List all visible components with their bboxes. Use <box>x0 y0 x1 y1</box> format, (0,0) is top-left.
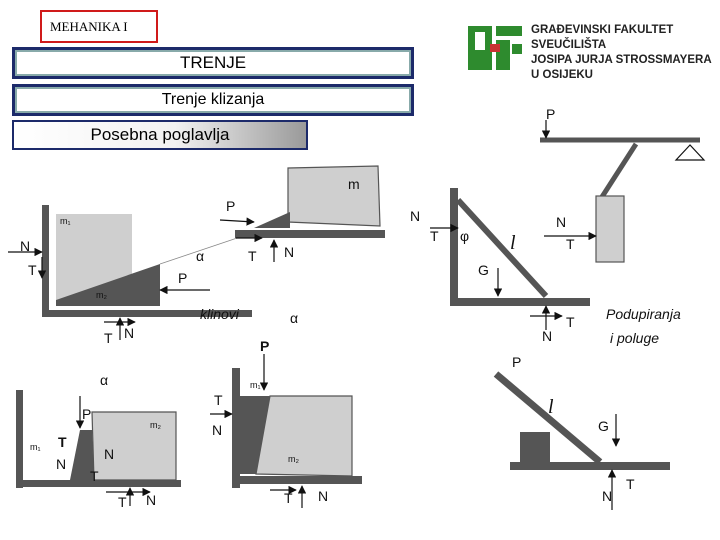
label-phi-1: φ <box>460 228 470 244</box>
label-alpha-3: α <box>100 372 109 388</box>
slide-title: TRENJE <box>12 47 414 79</box>
slide-subtitle-text: Trenje klizanja <box>161 91 265 108</box>
caption-struts: Podupiranja <box>606 306 681 322</box>
slide-subtitle: Trenje klizanja <box>12 84 414 116</box>
label-N-8: N <box>318 488 329 504</box>
label-T-2: T <box>104 330 113 346</box>
label-G-1: G <box>478 262 489 278</box>
label-T-3: T <box>248 248 257 264</box>
label-P-4: P <box>260 338 270 354</box>
caption-wedges: klinovi <box>200 306 239 322</box>
rod-diagram <box>493 371 670 510</box>
label-N-1: N <box>20 238 31 254</box>
logo-red-accent <box>490 44 500 52</box>
wedge-diagram-4 <box>210 354 362 508</box>
label-T-4: T <box>430 228 439 244</box>
label-N-12: N <box>602 488 613 504</box>
label-T-11: T <box>118 494 127 510</box>
slide-title-text: TRENJE <box>179 53 247 72</box>
logo-line-1: GRAĐEVINSKI FAKULTET <box>531 24 674 36</box>
label-P-6: P <box>512 354 522 370</box>
label-P-3: P <box>546 106 556 122</box>
label-P-1: P <box>178 270 188 286</box>
course-tag: MEHANIKA I <box>40 10 158 43</box>
label-l-1: l <box>510 232 516 254</box>
label-m1-2: m₁ <box>250 380 261 390</box>
label-m2-2: m₂ <box>288 454 299 464</box>
label-N-11: N <box>146 492 157 508</box>
label-alpha-2: α <box>290 310 299 326</box>
label-T-7: T <box>214 392 223 408</box>
course-tag-text: MEHANIKA I <box>50 18 128 34</box>
lever-diagram <box>540 120 706 263</box>
label-T-9: T <box>58 434 67 450</box>
logo-line-2: SVEUČILIŠTA <box>531 39 607 51</box>
logo-line-3: JOSIPA JURJA STROSSMAYERA <box>531 54 712 66</box>
label-m2-1: m₂ <box>96 290 107 300</box>
label-T-12: T <box>626 476 635 492</box>
wedge-diagram-3 <box>16 390 181 506</box>
label-m-1: m <box>348 176 360 192</box>
label-T-5: T <box>566 236 575 252</box>
label-N-3: N <box>284 244 295 260</box>
faculty-logo <box>468 26 522 70</box>
strut-diagram <box>430 188 590 330</box>
logo-line-4: U OSIJEKU <box>531 69 593 81</box>
label-m1-3: m₁ <box>30 442 41 452</box>
label-N-2: N <box>124 325 135 341</box>
caption-levers: i poluge <box>610 330 660 346</box>
wedge-diagram-1 <box>8 205 253 340</box>
label-T-1: T <box>28 262 37 278</box>
label-N-5: N <box>556 214 567 230</box>
wedge-diagram-2 <box>219 165 385 262</box>
label-N-9: N <box>56 456 67 472</box>
label-alpha-1: α <box>196 248 205 264</box>
label-m2-3: m₂ <box>150 420 161 430</box>
label-P-2: P <box>226 198 236 214</box>
label-N-7: N <box>212 422 223 438</box>
label-P-5: P <box>82 406 92 422</box>
label-N-4: N <box>410 208 421 224</box>
label-T-10: T <box>90 468 99 484</box>
label-T-6: T <box>566 314 575 330</box>
label-m1-1: m₁ <box>60 216 71 226</box>
label-N-10: N <box>104 446 115 462</box>
label-l-2: l <box>548 396 554 418</box>
section-title-text: Posebna poglavlja <box>90 125 230 144</box>
label-G-2: G <box>598 418 609 434</box>
section-title: Posebna poglavlja <box>12 120 308 150</box>
label-N-6: N <box>542 328 553 344</box>
label-T-8: T <box>284 490 293 506</box>
